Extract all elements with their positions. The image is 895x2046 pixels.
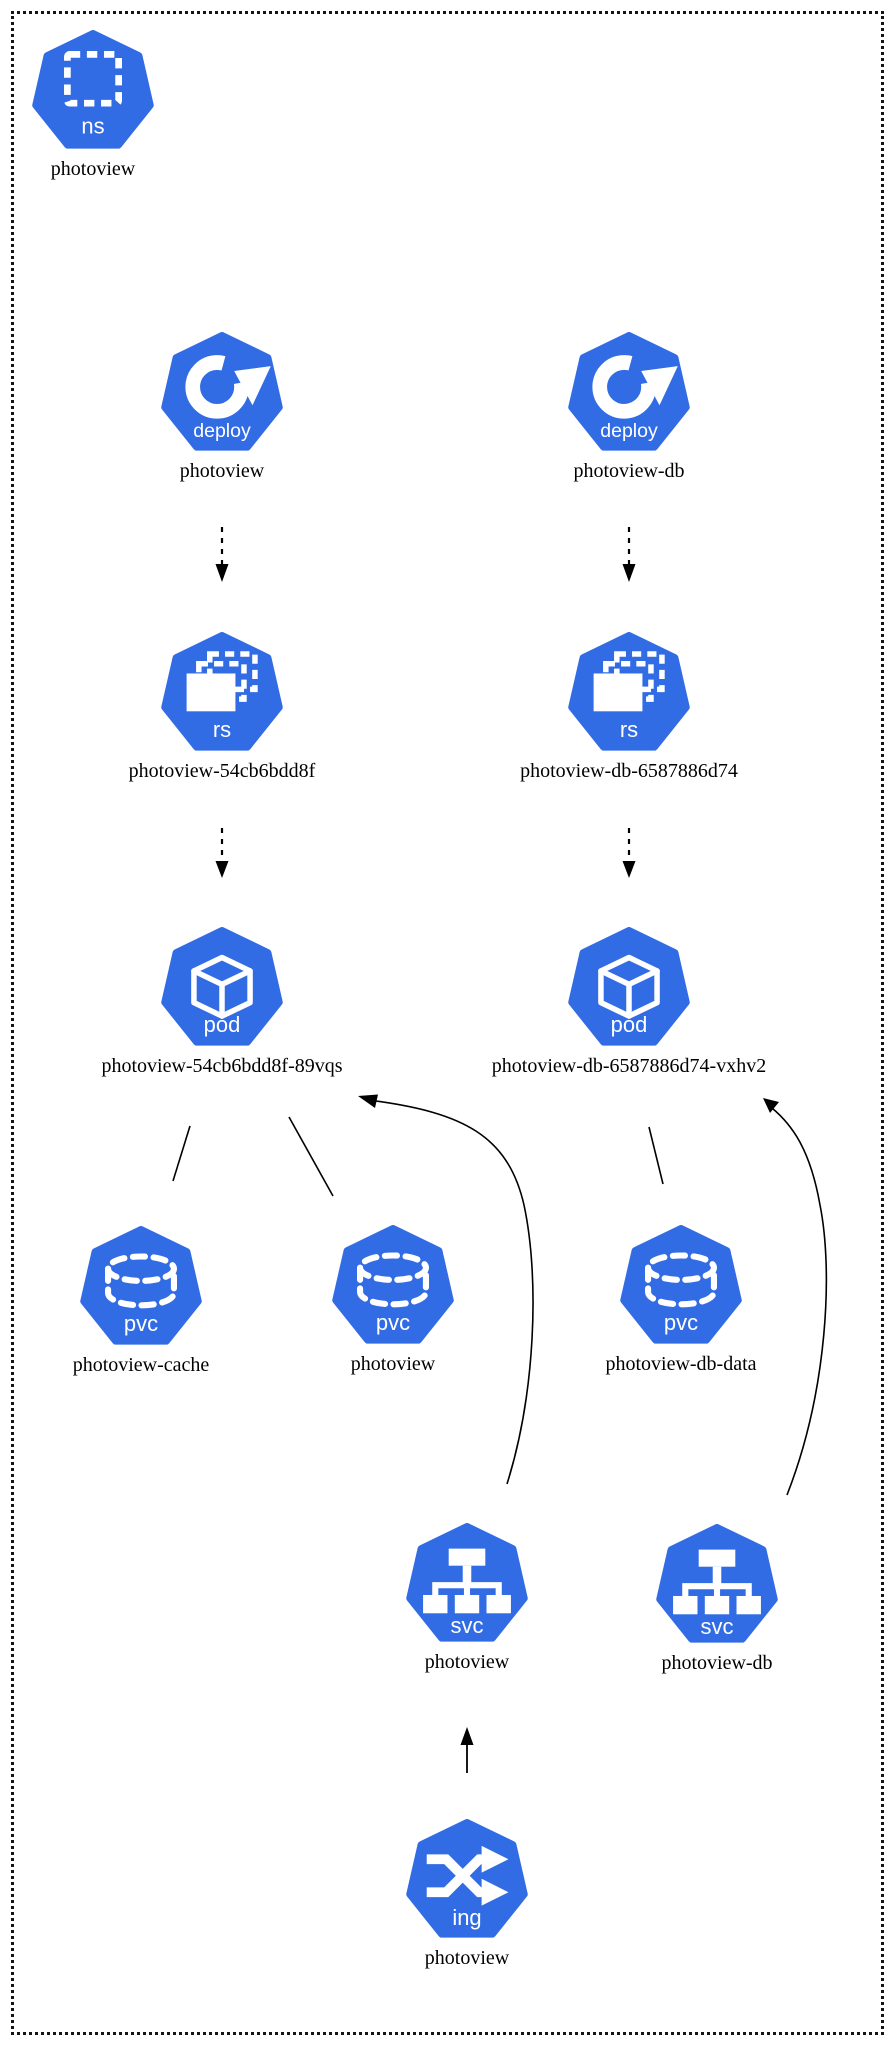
node-label: photoview-db-data xyxy=(605,1353,757,1375)
icon-kind-text: rs xyxy=(620,717,638,742)
node-label: photoview-db xyxy=(661,1652,773,1674)
node-pvc-photoview-db-data: pvc photoview-db-data xyxy=(531,1225,831,1376)
node-pod-photoview: pod photoview-54cb6bdd8f-89vqs xyxy=(72,927,372,1078)
icon-kind-text: pvc xyxy=(124,1311,158,1336)
service-icon: svc xyxy=(406,1523,528,1645)
icon-kind-text: pod xyxy=(204,1012,241,1037)
ingress-icon: ing xyxy=(406,1819,528,1941)
node-label: photoview xyxy=(424,1651,510,1673)
node-rs-photoview-db: rs photoview-db-6587886d74 xyxy=(479,632,779,783)
node-deploy-photoview: deploy photoview xyxy=(72,332,372,483)
pod-icon: pod xyxy=(568,927,690,1049)
node-label: photoview xyxy=(179,460,265,482)
deployment-icon: deploy xyxy=(161,332,283,454)
icon-kind-text: pod xyxy=(611,1012,648,1037)
node-label: photoview-cache xyxy=(72,1354,210,1376)
node-rs-photoview: rs photoview-54cb6bdd8f xyxy=(72,632,372,783)
namespace-icon: ns xyxy=(32,30,154,152)
node-ns-photoview: ns photoview xyxy=(0,30,243,181)
pvc-icon: pvc xyxy=(332,1225,454,1347)
node-label: photoview xyxy=(50,158,136,180)
node-label: photoview-54cb6bdd8f-89vqs xyxy=(101,1055,343,1077)
pvc-icon: pvc xyxy=(80,1226,202,1348)
icon-kind-text: ing xyxy=(452,1905,481,1930)
node-label: photoview xyxy=(424,1947,510,1969)
node-label: photoview xyxy=(350,1353,436,1375)
pod-icon: pod xyxy=(161,927,283,1049)
node-svc-photoview: svc photoview xyxy=(317,1523,617,1674)
replicaset-icon: rs xyxy=(568,632,690,754)
icon-kind-text: svc xyxy=(451,1613,484,1638)
pvc-icon: pvc xyxy=(620,1225,742,1347)
icon-kind-text: pvc xyxy=(664,1310,698,1335)
icon-kind-text: deploy xyxy=(600,420,658,442)
replicaset-icon: rs xyxy=(161,632,283,754)
node-ing-photoview: ing photoview xyxy=(317,1819,617,1970)
deployment-icon: deploy xyxy=(568,332,690,454)
node-label: photoview-db-6587886d74-vxhv2 xyxy=(491,1055,767,1077)
icon-kind-text: svc xyxy=(701,1614,734,1639)
node-pod-photoview-db: pod photoview-db-6587886d74-vxhv2 xyxy=(479,927,779,1078)
node-svc-photoview-db: svc photoview-db xyxy=(567,1524,867,1675)
node-pvc-photoview-cache: pvc photoview-cache xyxy=(0,1226,291,1377)
icon-kind-text: rs xyxy=(213,717,231,742)
icon-kind-text: pvc xyxy=(376,1310,410,1335)
node-deploy-photoview-db: deploy photoview-db xyxy=(479,332,779,483)
node-label: photoview-db xyxy=(573,460,685,482)
service-icon: svc xyxy=(656,1524,778,1646)
node-label: photoview-54cb6bdd8f xyxy=(128,760,316,782)
node-label: photoview-db-6587886d74 xyxy=(520,760,738,782)
icon-kind-text: ns xyxy=(81,114,104,139)
namespace-boundary xyxy=(11,11,884,2035)
node-pvc-photoview: pvc photoview xyxy=(243,1225,543,1376)
icon-kind-text: deploy xyxy=(193,420,251,442)
